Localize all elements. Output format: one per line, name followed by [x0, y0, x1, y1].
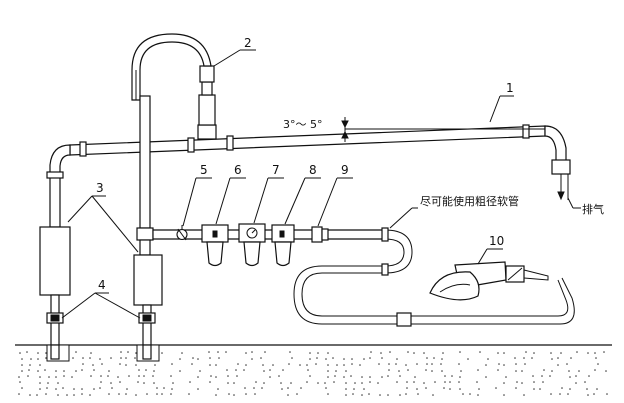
pressure-regulator [238, 223, 266, 267]
gooseneck-branch [131, 33, 217, 140]
callout-9: 9 [341, 163, 349, 177]
main-air-pipe [49, 117, 571, 176]
pneumatic-tool [429, 261, 549, 301]
middle-drop-leg [133, 95, 163, 360]
callout-3: 3 [96, 181, 104, 195]
ground-floor [15, 344, 612, 396]
callout-5: 5 [200, 163, 208, 177]
lubricator [271, 224, 295, 267]
service-line [152, 223, 386, 267]
callout-2: 2 [244, 36, 252, 50]
callout-8: 8 [309, 163, 317, 177]
left-drop-leg [39, 171, 71, 360]
callout-6: 6 [234, 163, 242, 177]
flexible-hose [293, 227, 575, 327]
callout-7: 7 [272, 163, 280, 177]
callout-4: 4 [98, 278, 106, 292]
slope-label: 3°～ 5° [283, 118, 323, 131]
hose-note: 尽可能使用粗径软管 [420, 194, 519, 208]
callout-10: 10 [489, 234, 504, 248]
air-filter [201, 224, 229, 267]
exhaust-outlet [557, 174, 569, 201]
leader-lines [61, 49, 581, 319]
callout-1: 1 [506, 81, 514, 95]
exhaust-label: 排气 [582, 202, 604, 216]
